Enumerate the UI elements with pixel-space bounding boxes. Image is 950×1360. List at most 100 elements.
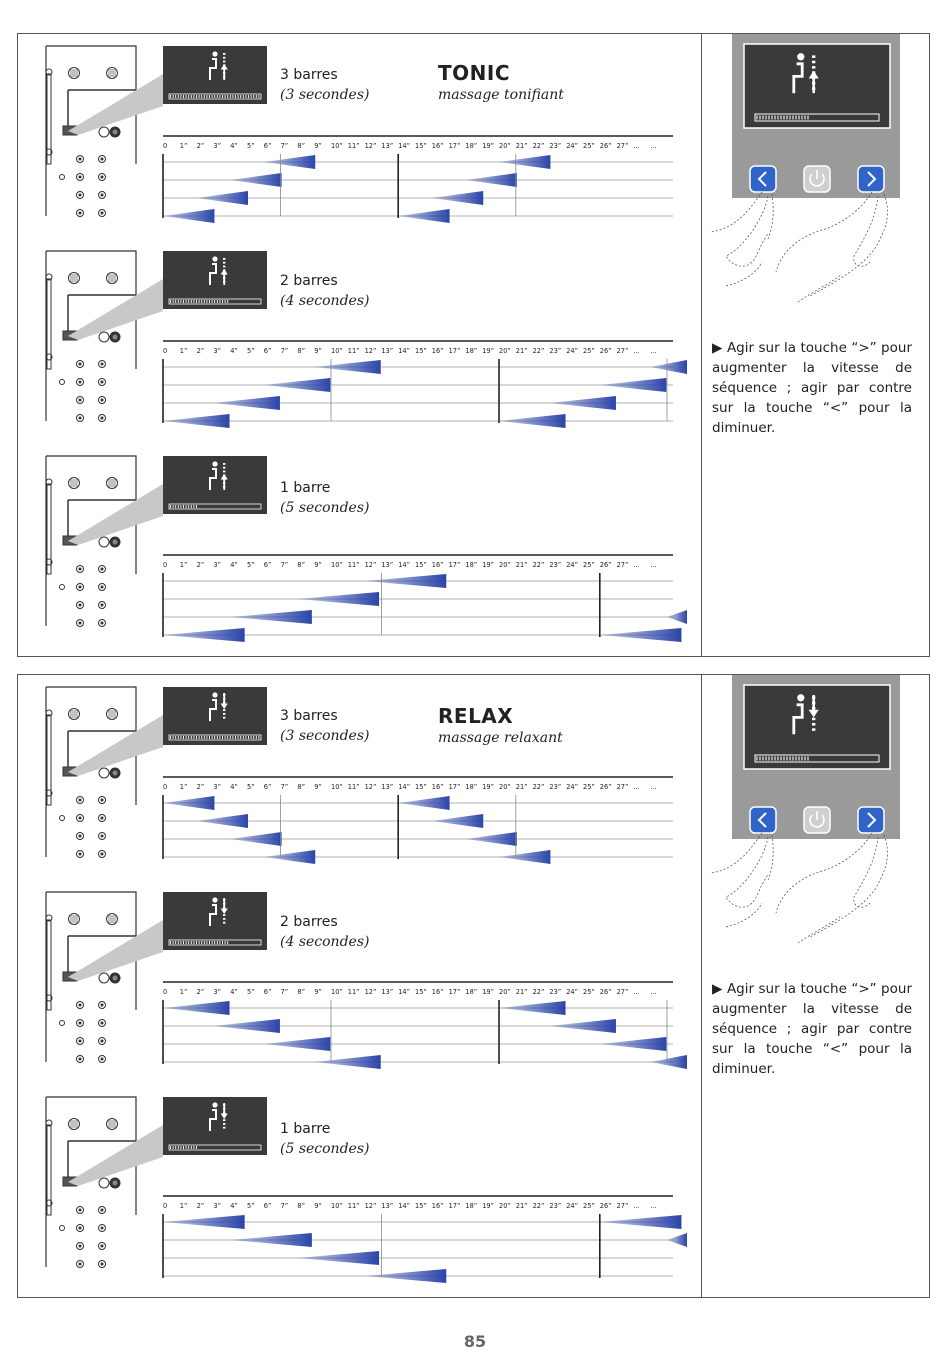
jet-wedge [314, 360, 381, 374]
tick-label: 0 [163, 988, 167, 996]
tick-label: 26” [600, 561, 612, 569]
tick-label: 15” [415, 561, 427, 569]
tick-label: 16” [432, 561, 444, 569]
chevron-right-icon[interactable] [857, 806, 885, 834]
tick-label: 23” [549, 561, 561, 569]
tick-label: 5” [247, 142, 255, 150]
tick-label: 27” [617, 783, 629, 791]
tick-label: 26” [600, 347, 612, 355]
tick-label: 22” [533, 347, 545, 355]
tick-label: 9” [314, 142, 322, 150]
tick-label: 19” [482, 561, 494, 569]
tick-label: ... [650, 783, 656, 791]
progress-bar [168, 939, 262, 946]
hand-sketch [725, 261, 763, 287]
tick-label: 26” [600, 783, 612, 791]
tick-label: 14” [398, 142, 410, 150]
jet-wedge [163, 414, 230, 428]
callout-shadow [68, 920, 163, 981]
tick-label: 14” [398, 1202, 410, 1210]
tick-label: 21” [516, 1202, 528, 1210]
jet-wedge [163, 209, 215, 223]
power-icon[interactable] [803, 165, 831, 193]
tick-label: 25” [583, 1202, 595, 1210]
knob-icon [106, 913, 118, 925]
instruction-note: ▶ Agir sur la touche “>” pour augmenter … [712, 340, 912, 436]
tick-label: 22” [533, 1202, 545, 1210]
tick-label: 25” [583, 561, 595, 569]
knob-icon [98, 536, 110, 548]
tick-label: 17” [449, 347, 461, 355]
large-display [743, 684, 891, 770]
jet-wedge [431, 191, 484, 205]
tick-label: ... [633, 783, 639, 791]
tick-label: 24” [566, 783, 578, 791]
tick-label: 5” [247, 988, 255, 996]
seconds-label: (3 secondes) [280, 728, 370, 744]
tick-label: 3” [213, 347, 221, 355]
tick-label: 4” [230, 1202, 238, 1210]
callout-shadow [68, 279, 163, 340]
tick-label: 23” [549, 988, 561, 996]
tick-label: 22” [533, 561, 545, 569]
section-subtitle: massage tonifiant [438, 87, 564, 103]
power-icon[interactable] [803, 806, 831, 834]
tick-label: 8” [297, 561, 305, 569]
tick-label: 24” [566, 142, 578, 150]
tick-label: 16” [432, 783, 444, 791]
hand-sketch [853, 836, 879, 908]
tick-label: 5” [247, 1202, 255, 1210]
tick-label: 1” [180, 1202, 188, 1210]
jet-wedge [667, 610, 687, 624]
seated-figure-arrow-down-icon [792, 694, 819, 735]
tick-label: 12” [365, 561, 377, 569]
control-panel-illustration [709, 34, 900, 303]
tick-label: 9” [314, 988, 322, 996]
tick-label: ... [650, 347, 656, 355]
jet-wedge [499, 1001, 566, 1015]
tick-label: 6” [264, 347, 272, 355]
tick-label: 3” [213, 988, 221, 996]
tick-label: 18” [465, 1202, 477, 1210]
knob-icon [68, 708, 80, 720]
tick-label: 27” [617, 142, 629, 150]
tick-label: 16” [432, 988, 444, 996]
tick-label: 18” [465, 783, 477, 791]
tick-label: 10” [331, 1202, 343, 1210]
tick-label: 8” [297, 988, 305, 996]
tick-label: 2” [197, 783, 205, 791]
tick-label: 26” [600, 142, 612, 150]
tick-label: 20” [499, 783, 511, 791]
seconds-label: (4 secondes) [280, 934, 370, 950]
seated-figure-arrow-down-icon [209, 1102, 228, 1131]
tick-label: 4” [230, 142, 238, 150]
instruction-note: ▶ Agir sur la touche “>” pour augmenter … [712, 981, 912, 1077]
progress-bar [168, 93, 262, 100]
tick-label: 12” [365, 783, 377, 791]
jet-wedge [599, 1037, 667, 1051]
knob-icon [68, 913, 80, 925]
jet-wedge [297, 1251, 380, 1265]
tick-label: 8” [297, 783, 305, 791]
chevron-left-icon[interactable] [749, 165, 777, 193]
tick-label: ... [633, 1202, 639, 1210]
jet-wedge [163, 628, 245, 642]
jet-wedge [163, 1215, 245, 1229]
tick-label: 23” [549, 1202, 561, 1210]
tick-label: 15” [415, 142, 427, 150]
chevron-right-icon[interactable] [857, 165, 885, 193]
tick-label: 19” [482, 1202, 494, 1210]
chevron-left-icon[interactable] [749, 806, 777, 834]
progress-bar [168, 503, 262, 510]
tick-label: 9” [314, 347, 322, 355]
tick-label: 24” [566, 1202, 578, 1210]
knob-icon [68, 1118, 80, 1130]
jet-wedge [263, 378, 331, 392]
tick-label: 21” [516, 347, 528, 355]
